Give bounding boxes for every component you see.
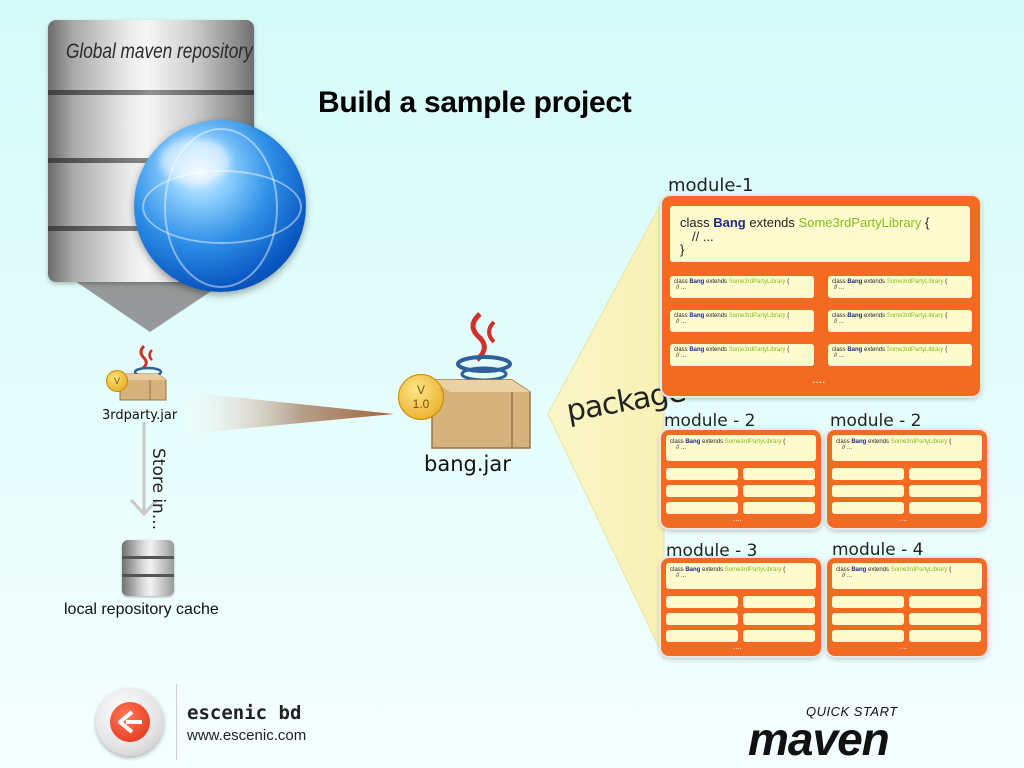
module-1-card: class Bang extends Some3rdPartyLibrary {… bbox=[828, 310, 972, 332]
module-4-card bbox=[909, 613, 981, 625]
module-3-card bbox=[743, 630, 815, 642]
module-3-card bbox=[666, 613, 738, 625]
module-2a-card bbox=[743, 468, 815, 480]
third-party-jar-icon: V bbox=[106, 340, 170, 402]
module-4-card bbox=[832, 613, 904, 625]
module-2a-card bbox=[743, 502, 815, 514]
bang-badge-v: V bbox=[416, 383, 425, 397]
module-3-card bbox=[666, 630, 738, 642]
company-url[interactable]: www.escenic.com bbox=[187, 727, 307, 744]
module-4-card bbox=[909, 596, 981, 608]
maven-logo: maven bbox=[748, 713, 890, 765]
module-2a-ellipsis: .... bbox=[733, 514, 742, 523]
local-cache-label: local repository cache bbox=[64, 601, 219, 618]
module-2b-card bbox=[832, 485, 904, 497]
module-2b-card bbox=[832, 502, 904, 514]
module-2b-card bbox=[909, 502, 981, 514]
module-2a-title: module - 2 bbox=[664, 411, 756, 431]
bang-badge-number: 1.0 bbox=[412, 397, 430, 411]
module-4-card bbox=[832, 596, 904, 608]
module-1-card: class Bang extends Some3rdPartyLibrary {… bbox=[828, 344, 972, 366]
module-2b-ellipsis: .... bbox=[899, 514, 908, 523]
bang-version-badge: V 1.0 bbox=[398, 374, 444, 420]
third-party-jar-label: 3rdparty.jar bbox=[102, 408, 178, 423]
module-2a-card bbox=[666, 485, 738, 497]
footer-divider bbox=[176, 684, 177, 760]
module-4-card bbox=[909, 630, 981, 642]
module-1-title: module-1 bbox=[668, 175, 754, 196]
module-2a-main-code: class Bang extends Some3rdPartyLibrary {… bbox=[666, 435, 816, 461]
module-2a-card bbox=[666, 468, 738, 480]
module-3-panel: class Bang extends Some3rdPartyLibrary {… bbox=[661, 558, 821, 656]
module-3-card bbox=[743, 596, 815, 608]
repository-label: Global maven repository bbox=[66, 40, 253, 63]
slide-title: Build a sample project bbox=[318, 86, 632, 119]
local-cache-icon bbox=[122, 540, 174, 596]
package-fan bbox=[547, 197, 665, 659]
module-4-panel: class Bang extends Some3rdPartyLibrary {… bbox=[827, 558, 987, 656]
module-3-title: module - 3 bbox=[666, 541, 758, 561]
globe-icon bbox=[134, 120, 306, 292]
module-2a-card bbox=[666, 502, 738, 514]
module-2b-card bbox=[909, 485, 981, 497]
dependency-beam bbox=[186, 392, 394, 434]
module-1-main-code: class Bang extends Some3rdPartyLibrary {… bbox=[670, 206, 970, 262]
escenic-logo-icon bbox=[96, 688, 164, 756]
module-2b-title: module - 2 bbox=[830, 411, 922, 431]
module-4-ellipsis: .... bbox=[899, 642, 908, 651]
third-party-version-badge: V bbox=[106, 370, 128, 392]
module-2b-card bbox=[832, 468, 904, 480]
module-2a-card bbox=[743, 485, 815, 497]
module-1-card: class Bang extends Some3rdPartyLibrary {… bbox=[670, 344, 814, 366]
module-2a-panel: class Bang extends Some3rdPartyLibrary {… bbox=[661, 430, 821, 528]
store-in-label: Store in... bbox=[148, 448, 168, 531]
module-3-main-code: class Bang extends Some3rdPartyLibrary {… bbox=[666, 563, 816, 589]
module-4-card bbox=[832, 630, 904, 642]
module-2b-panel: class Bang extends Some3rdPartyLibrary {… bbox=[827, 430, 987, 528]
module-3-ellipsis: .... bbox=[733, 642, 742, 651]
bang-jar-label: bang.jar bbox=[424, 452, 511, 476]
bang-jar-icon: V 1.0 bbox=[398, 308, 534, 452]
module-1-card: class Bang extends Some3rdPartyLibrary {… bbox=[670, 276, 814, 298]
module-2b-card bbox=[909, 468, 981, 480]
module-3-card bbox=[743, 613, 815, 625]
company-name: escenic bd bbox=[187, 702, 302, 724]
module-2b-main-code: class Bang extends Some3rdPartyLibrary {… bbox=[832, 435, 982, 461]
module-1-card: class Bang extends Some3rdPartyLibrary {… bbox=[828, 276, 972, 298]
module-1-panel: class Bang extends Some3rdPartyLibrary {… bbox=[662, 196, 980, 396]
module-3-card bbox=[666, 596, 738, 608]
maven-tagline: QUICK START bbox=[806, 704, 898, 719]
module-4-main-code: class Bang extends Some3rdPartyLibrary {… bbox=[832, 563, 982, 589]
module-1-card: class Bang extends Some3rdPartyLibrary {… bbox=[670, 310, 814, 332]
module-1-ellipsis: .... bbox=[812, 372, 826, 386]
module-4-title: module - 4 bbox=[832, 540, 924, 560]
